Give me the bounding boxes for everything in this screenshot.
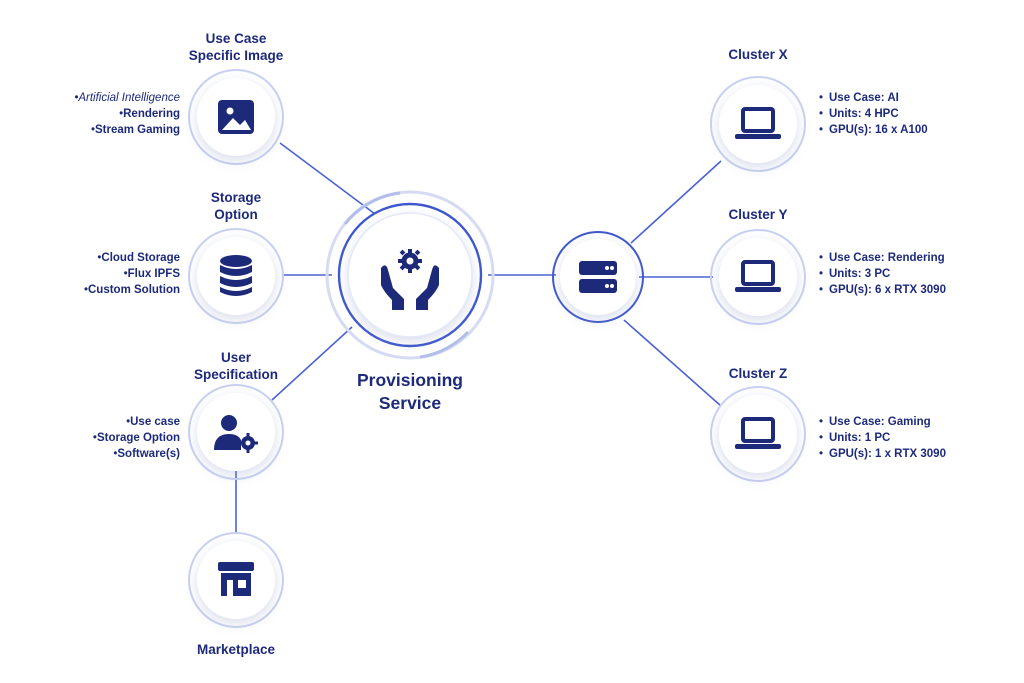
- list-item: GPU(s): 16 x A100: [819, 122, 928, 138]
- list-item: Use Case: Gaming: [819, 414, 946, 430]
- image-icon: [218, 100, 254, 134]
- cluster-y-node: [710, 229, 806, 325]
- cluster-y-title: Cluster Y: [728, 207, 788, 222]
- user-specification-node: [188, 384, 284, 480]
- list-item: GPU(s): 6 x RTX 3090: [819, 282, 946, 298]
- user-specification-title: User Specification: [193, 350, 279, 382]
- connector-image-center: [279, 142, 376, 215]
- hands-gear-icon: [381, 249, 439, 310]
- list-item: Artificial Intelligence: [68, 90, 180, 106]
- provisioning-service-node: [325, 190, 495, 360]
- list-item: Cloud Storage: [78, 250, 180, 266]
- laptop-icon: [735, 417, 781, 449]
- server-icon: [579, 261, 617, 293]
- list-item: Stream Gaming: [68, 122, 180, 138]
- list-item: Storage Option: [87, 430, 180, 446]
- cluster-z-title: Cluster Z: [728, 366, 788, 381]
- list-item: Units: 1 PC: [819, 430, 946, 446]
- connector-server-cluster-z: [623, 319, 722, 407]
- use-case-image-title: Use Case Specific Image: [188, 31, 284, 63]
- cluster-z-node: [710, 386, 806, 482]
- use-case-image-list: Artificial Intelligence Rendering Stream…: [68, 90, 180, 138]
- database-icon: [220, 255, 252, 296]
- user-specification-list: Use case Storage Option Software(s): [87, 414, 180, 462]
- connector-server-cluster-x: [630, 160, 722, 244]
- use-case-image-node: [188, 69, 284, 165]
- list-item: Software(s): [87, 446, 180, 462]
- storage-option-title: Storage Option: [210, 190, 262, 222]
- laptop-icon: [735, 260, 781, 292]
- connector-lines: [235, 142, 722, 533]
- list-item: Units: 4 HPC: [819, 106, 928, 122]
- cluster-x-title: Cluster X: [728, 47, 788, 62]
- list-item: Use case: [87, 414, 180, 430]
- marketplace-title: Marketplace: [196, 642, 276, 657]
- user-settings-icon: [214, 415, 258, 453]
- storage-option-node: [188, 228, 284, 324]
- cluster-y-list: Use Case: Rendering Units: 3 PC GPU(s): …: [819, 250, 946, 298]
- list-item: Custom Solution: [78, 282, 180, 298]
- storage-option-list: Cloud Storage Flux IPFS Custom Solution: [78, 250, 180, 298]
- list-item: Use Case: AI: [819, 90, 928, 106]
- list-item: GPU(s): 1 x RTX 3090: [819, 446, 946, 462]
- list-item: Use Case: Rendering: [819, 250, 946, 266]
- list-item: Units: 3 PC: [819, 266, 946, 282]
- cluster-x-node: [710, 76, 806, 172]
- provisioning-service-label: Provisioning Service: [357, 370, 463, 413]
- cluster-x-list: Use Case: AI Units: 4 HPC GPU(s): 16 x A…: [819, 90, 928, 138]
- cluster-z-list: Use Case: Gaming Units: 1 PC GPU(s): 1 x…: [819, 414, 946, 462]
- list-item: Rendering: [68, 106, 180, 122]
- marketplace-node: [188, 532, 284, 628]
- list-item: Flux IPFS: [78, 266, 180, 282]
- server-node: [552, 231, 644, 323]
- storefront-icon: [218, 562, 254, 596]
- laptop-icon: [735, 107, 781, 139]
- connector-user-center: [271, 326, 353, 401]
